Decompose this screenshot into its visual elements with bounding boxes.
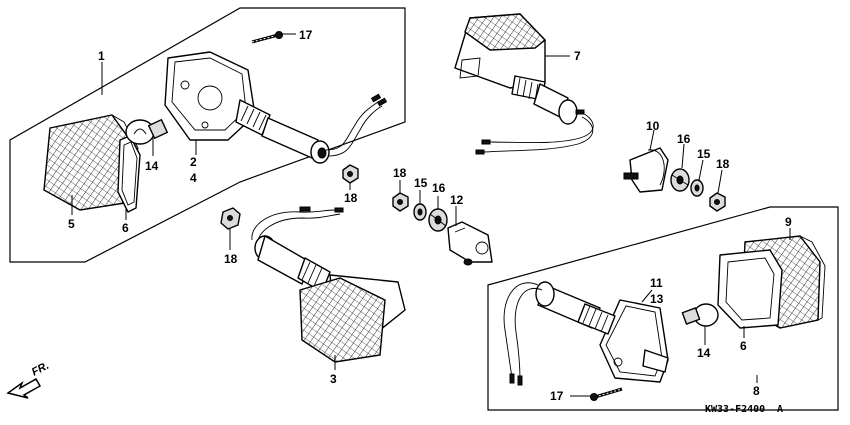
callout-10: 10 [646, 119, 660, 133]
rear-right-bulb [681, 303, 719, 327]
bracket-12 [447, 221, 493, 266]
front-direction-indicator: FR. [6, 360, 51, 399]
callout-17b: 17 [550, 389, 564, 403]
diagram-code: KW33-F2400 [705, 404, 765, 415]
diagram-code-block: KW33-F2400 A [705, 404, 783, 415]
callout-8: 8 [753, 384, 760, 398]
washer-15-a [413, 203, 427, 221]
assembly-1-frame [9, 7, 406, 263]
callout-18c: 18 [393, 166, 407, 180]
callout-1: 1 [98, 49, 105, 63]
callout-14b: 14 [697, 346, 711, 360]
callout-6b: 6 [740, 339, 747, 353]
nut-18-a [342, 164, 359, 184]
callout-18d: 18 [716, 157, 730, 171]
washer-15-b [690, 179, 704, 197]
front-left-stem [235, 99, 330, 164]
lock-washer-16-a [428, 208, 448, 232]
callout-11: 11 [650, 276, 663, 290]
bracket-10 [623, 147, 669, 193]
callout-6a: 6 [122, 221, 129, 235]
rear-right-housing [599, 299, 669, 383]
front-left-bulb [125, 118, 169, 145]
screw-17-bottom [590, 387, 623, 401]
assembly-8-frame [487, 206, 839, 411]
callout-15b: 15 [697, 147, 711, 161]
rear-right-wires [503, 282, 543, 386]
nut-18-b [392, 192, 409, 212]
front-direction-label: FR. [30, 360, 51, 379]
callout-4: 4 [190, 171, 197, 185]
callout-17a: 17 [299, 28, 313, 42]
rear-right-stem [535, 281, 616, 335]
callout-18b: 18 [224, 252, 238, 266]
callout-9: 9 [785, 215, 792, 229]
callout-16a: 16 [432, 181, 446, 195]
callout-7: 7 [574, 49, 581, 63]
callout-5: 5 [68, 217, 75, 231]
diagram-code-suffix: A [777, 404, 783, 415]
front-left-wires [325, 93, 388, 157]
lock-washer-16-b [670, 168, 690, 192]
callout-14a: 14 [145, 159, 159, 173]
callout-12: 12 [450, 193, 464, 207]
front-right-turn-signal [454, 13, 594, 155]
screw-17-top [251, 31, 283, 44]
callout-2: 2 [190, 155, 197, 169]
callout-16b: 16 [677, 132, 691, 146]
callout-15a: 15 [414, 176, 428, 190]
callout-13: 13 [650, 292, 664, 306]
callout-labels: 1 2 4 5 6 14 17 18 18 3 7 18 15 16 12 10… [68, 28, 792, 403]
leader-lines [71, 33, 791, 397]
rear-left-turn-signal [220, 206, 406, 363]
callout-18a: 18 [344, 191, 358, 205]
callout-3: 3 [330, 372, 337, 386]
front-left-housing [164, 51, 256, 141]
front-arrow-icon [6, 377, 42, 399]
rear-right-gasket [717, 249, 783, 329]
nut-18-d [709, 192, 726, 212]
